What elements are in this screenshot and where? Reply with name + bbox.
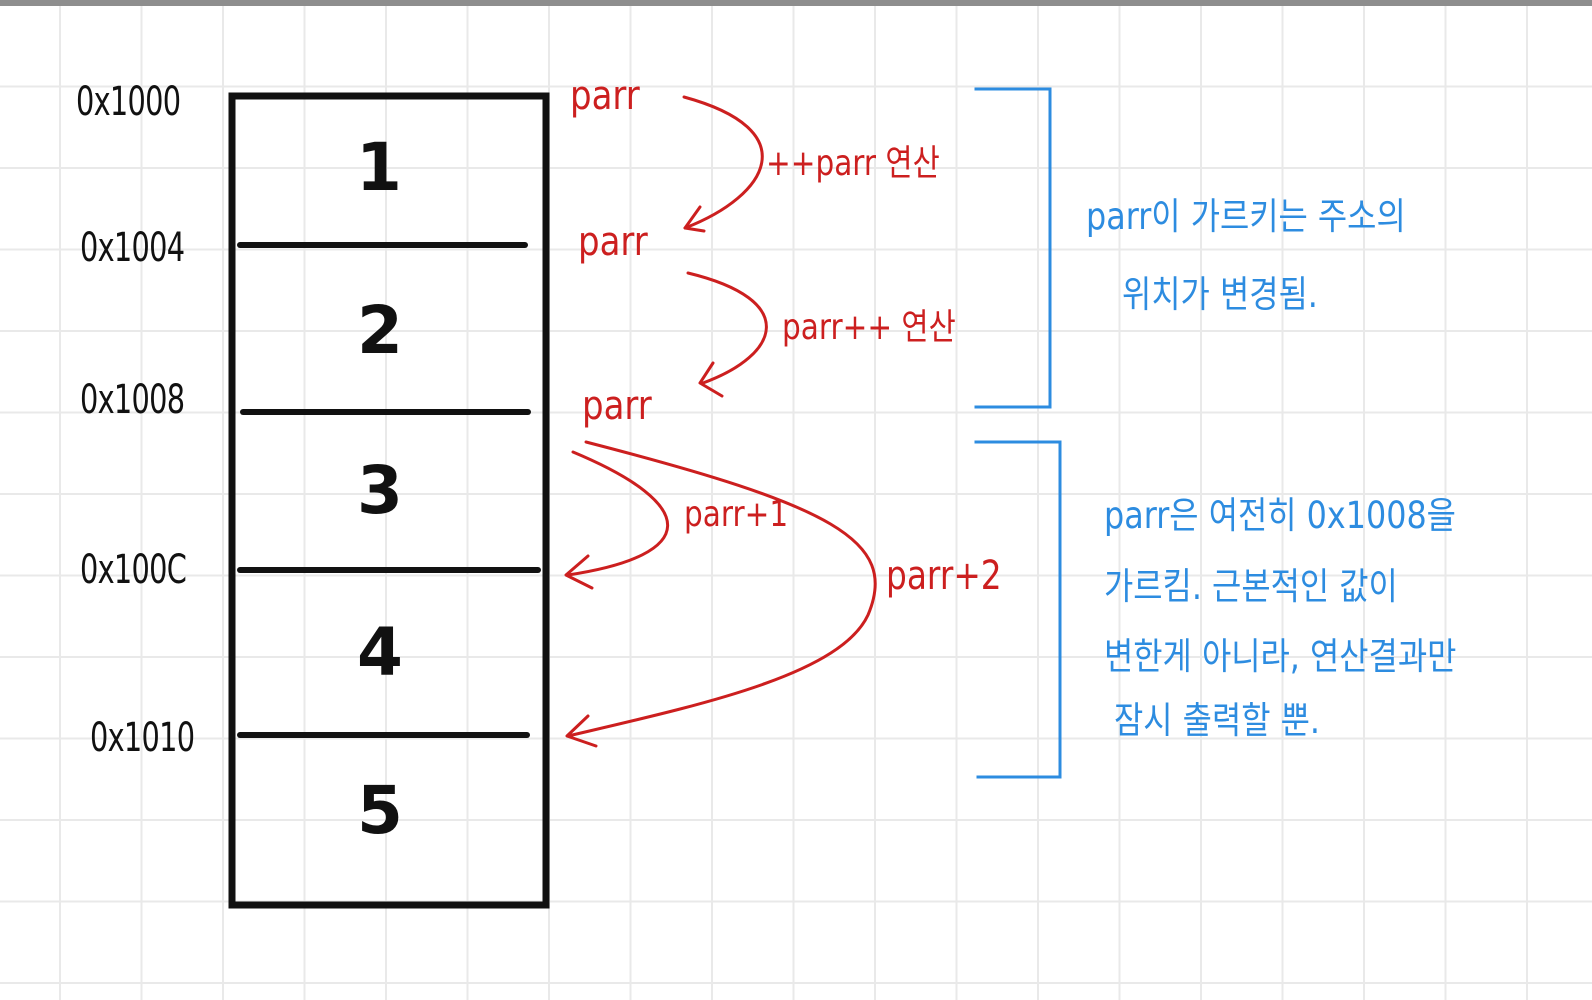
pointer-label: parr <box>582 383 652 429</box>
note-line: parr은 여전히 0x1008을 <box>1104 494 1456 537</box>
cell-value: 1 <box>356 129 402 206</box>
operation-label: parr++ 연산 <box>782 307 956 348</box>
memory-block <box>228 92 550 909</box>
pointer-label: parr <box>578 219 648 265</box>
top-border <box>0 0 1592 6</box>
arrow-plus2-head <box>565 714 598 748</box>
cell-value: 3 <box>357 452 403 529</box>
bracket-bottom <box>974 440 1062 779</box>
bracket-top <box>974 87 1052 409</box>
arrow-plus1 <box>566 450 670 577</box>
address-label: 0x1008 <box>80 377 185 423</box>
arrow-postincrement-head <box>698 361 724 398</box>
address-label: 0x1000 <box>76 79 181 125</box>
note-line: 변한게 아니라, 연산결과만 <box>1104 635 1457 678</box>
note-line: 위치가 변경됨. <box>1122 273 1318 316</box>
note-line: 잠시 출력할 뿐. <box>1114 699 1320 742</box>
address-label: 0x100C <box>80 547 187 593</box>
operation-label: ++parr 연산 <box>766 143 940 184</box>
arrow-plus2 <box>566 440 877 738</box>
arrow-plus1-head <box>564 554 594 590</box>
arrow-preincrement-head <box>683 205 706 233</box>
address-label: 0x1010 <box>90 715 195 761</box>
operation-label: parr+2 <box>886 553 1002 599</box>
address-label: 0x1004 <box>80 225 185 271</box>
pointer-label: parr <box>570 73 640 119</box>
cell-value: 4 <box>357 614 403 691</box>
memory-outline <box>228 92 550 909</box>
note-line: parr이 가르키는 주소의 <box>1086 195 1406 238</box>
arrow-preincrement <box>682 95 764 230</box>
operation-label: parr+1 <box>684 494 789 535</box>
note-line: 가르킴. 근본적인 값이 <box>1104 565 1398 608</box>
cell-value: 5 <box>357 772 403 849</box>
arrow-postincrement <box>686 271 768 385</box>
cell-value: 2 <box>357 292 403 369</box>
